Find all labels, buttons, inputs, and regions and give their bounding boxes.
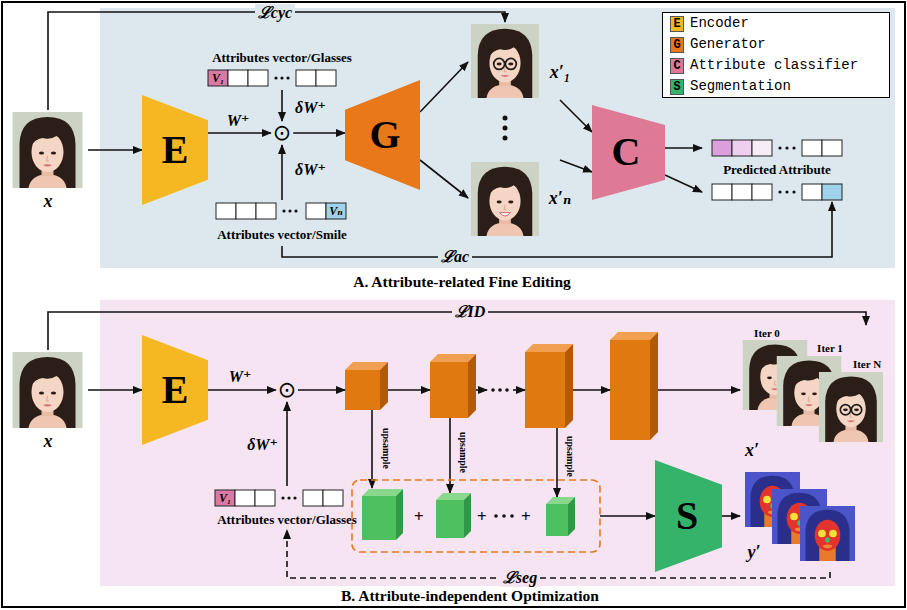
classifier-block: C: [592, 105, 665, 200]
node-text: Attributes vector/Smile: [217, 227, 347, 243]
edge-label: ℒac: [438, 248, 472, 266]
node-text: S: [676, 496, 698, 536]
edge-label: δW⁺: [244, 436, 281, 454]
node-text: x: [44, 191, 53, 212]
generator-block: G: [345, 80, 420, 190]
upsample-label: upsample: [381, 427, 392, 468]
edge-label: ℒseg: [500, 569, 540, 587]
attribute-vector: V₁ Attributes vector/Glasses: [197, 486, 377, 530]
segmentation-block: S: [655, 460, 722, 572]
node-text: G: [369, 115, 400, 155]
legend-text: Encoder: [690, 16, 749, 31]
upsample-label: upsample: [458, 431, 469, 472]
connector: [48, 12, 505, 110]
legend-swatch: C: [670, 58, 684, 74]
connector: [208, 389, 276, 391]
legend-swatch: E: [670, 16, 684, 32]
connector: [420, 62, 468, 112]
block-outline: [345, 80, 420, 190]
segmentation-stack: y′: [740, 466, 892, 572]
connector: [560, 160, 592, 172]
node-text: y′: [747, 542, 760, 563]
connector: [560, 100, 592, 132]
multiply-operator: ⊙: [271, 121, 293, 145]
input-image: x: [8, 350, 88, 453]
attribute-vector: Attributes vector/GlassesV₁: [195, 48, 369, 90]
block-outline: [655, 460, 722, 572]
edge-label: ℒcyc: [255, 4, 295, 22]
connector: [88, 149, 142, 151]
node-text: x′: [745, 440, 759, 461]
node-text: Iter N: [853, 358, 881, 370]
legend-swatch: S: [670, 79, 684, 95]
connector: [281, 145, 283, 200]
connector: [293, 132, 345, 134]
edge-label: W⁺: [224, 112, 253, 130]
node-text: x′ₙ: [549, 187, 571, 209]
edge-label: δW⁺: [292, 99, 329, 117]
connector: [665, 147, 702, 149]
connector: [282, 202, 832, 257]
plus-sign: +: [477, 508, 487, 525]
legend-letter: E: [673, 18, 680, 30]
output-stack: Iter 0 Iter 1 Iter N x′: [740, 325, 892, 462]
connector: [286, 402, 288, 486]
node-text: E: [162, 370, 189, 410]
node-text: x′₁: [550, 62, 570, 83]
legend-text: Generator: [690, 37, 766, 52]
node-text: V₁: [219, 491, 231, 506]
edge-label: δW⁺: [292, 161, 329, 179]
multiply-operator: ⊙: [276, 378, 298, 402]
connector: [665, 175, 702, 192]
node-text: B. Attribute-independent Optimization: [341, 588, 599, 604]
node-text: Attributes vector/Glasses: [212, 50, 352, 66]
upsample-label: upsample: [565, 435, 576, 476]
connector: [208, 132, 271, 134]
node-text: ⊙: [278, 379, 296, 401]
legend-letter: S: [673, 81, 680, 93]
legend-text: Segmentation: [690, 79, 791, 94]
block-outline: [592, 105, 665, 200]
connector: [88, 389, 142, 391]
legend-swatch: G: [670, 37, 684, 53]
block-outline: [142, 95, 208, 205]
edge-label: W⁺: [226, 368, 255, 386]
block-outline: [142, 335, 208, 445]
input-image: x: [8, 110, 88, 213]
predicted-vector: Predicted Attribute: [702, 136, 852, 202]
plus-sign: +: [414, 508, 424, 525]
node-text: E: [162, 130, 189, 170]
connector: [420, 160, 468, 198]
node-text: V₁: [212, 71, 224, 86]
encoder-block: E: [142, 335, 208, 445]
edited-image: x′ₙ: [468, 160, 580, 238]
plus-sign: +: [521, 508, 531, 525]
connector: [287, 530, 830, 578]
connector: [722, 515, 740, 517]
node-text: x: [44, 431, 53, 452]
attribute-vector: VₙAttributes vector/Smile: [205, 200, 359, 246]
edge-label: ℒID: [452, 303, 489, 321]
node-text: Iter 1: [817, 342, 843, 354]
edited-image: x′₁: [468, 22, 580, 100]
panel-band: B. Attribute-independent OptimizationE⊙V…: [100, 300, 895, 586]
legend-letter: G: [673, 39, 680, 51]
node-text: Predicted Attribute: [723, 162, 831, 178]
node-text: ⊙: [273, 122, 291, 144]
encoder-block: E: [142, 95, 208, 205]
node-text: C: [612, 132, 641, 172]
node-text: Attributes vector/Glasses: [217, 512, 357, 528]
legend-box: E EncoderG GeneratorC Attribute classifierS…: [662, 12, 890, 98]
legend-text: Attribute classifier: [690, 58, 858, 73]
node-text: Vₙ: [329, 204, 343, 219]
legend-letter: C: [673, 60, 680, 72]
node-text: Iter 0: [754, 327, 780, 339]
panel-band: A. Attribute-related Fine EditingE⊙Attri…: [100, 8, 895, 268]
node-text: A. Attribute-related Fine Editing: [353, 274, 571, 290]
connector: [281, 90, 283, 121]
